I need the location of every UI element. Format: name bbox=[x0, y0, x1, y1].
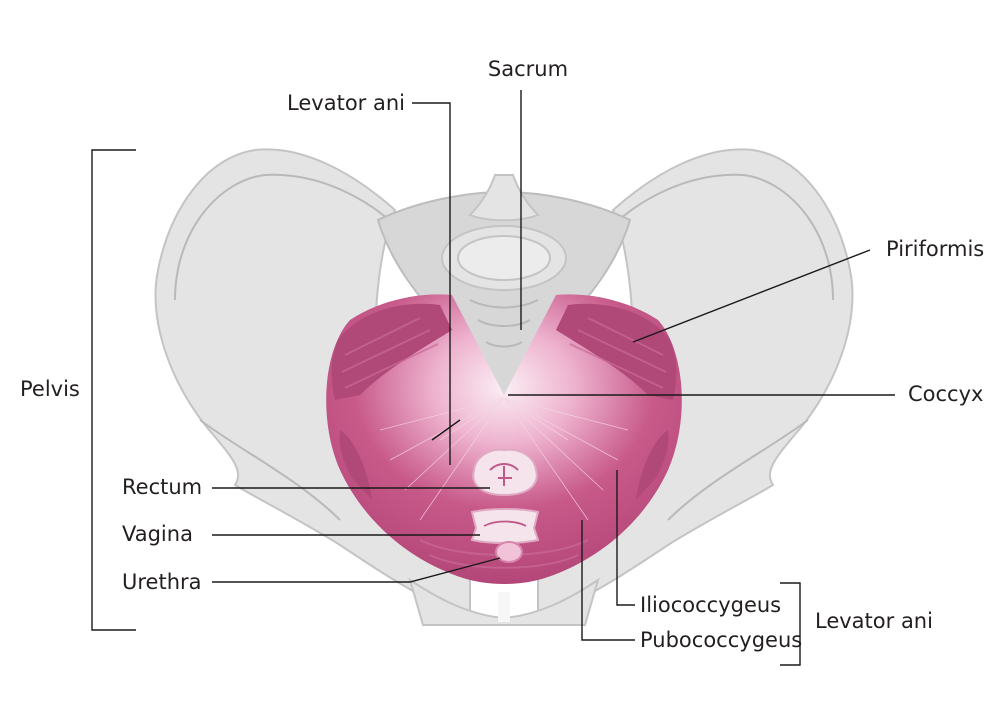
label-urethra: Urethra bbox=[122, 570, 202, 594]
label-piriformis: Piriformis bbox=[886, 237, 984, 261]
pubic-symphysis bbox=[498, 592, 510, 622]
levator-ani-bracket bbox=[780, 583, 800, 665]
pelvis-bracket bbox=[92, 150, 136, 630]
vagina-opening bbox=[472, 509, 538, 543]
label-pelvis: Pelvis bbox=[20, 377, 80, 401]
label-pubococcygeus: Pubococcygeus bbox=[640, 628, 802, 652]
label-levator-ani-top: Levator ani bbox=[287, 91, 405, 115]
label-vagina: Vagina bbox=[122, 522, 193, 546]
sacral-vertebra-disc bbox=[458, 236, 550, 280]
label-iliococcygeus: Iliococcygeus bbox=[640, 593, 781, 617]
label-coccyx: Coccyx bbox=[908, 382, 983, 406]
label-rectum: Rectum bbox=[122, 475, 202, 499]
urethra-opening bbox=[496, 542, 522, 562]
label-levator-ani-bottom: Levator ani bbox=[815, 609, 933, 633]
label-sacrum: Sacrum bbox=[488, 57, 568, 81]
